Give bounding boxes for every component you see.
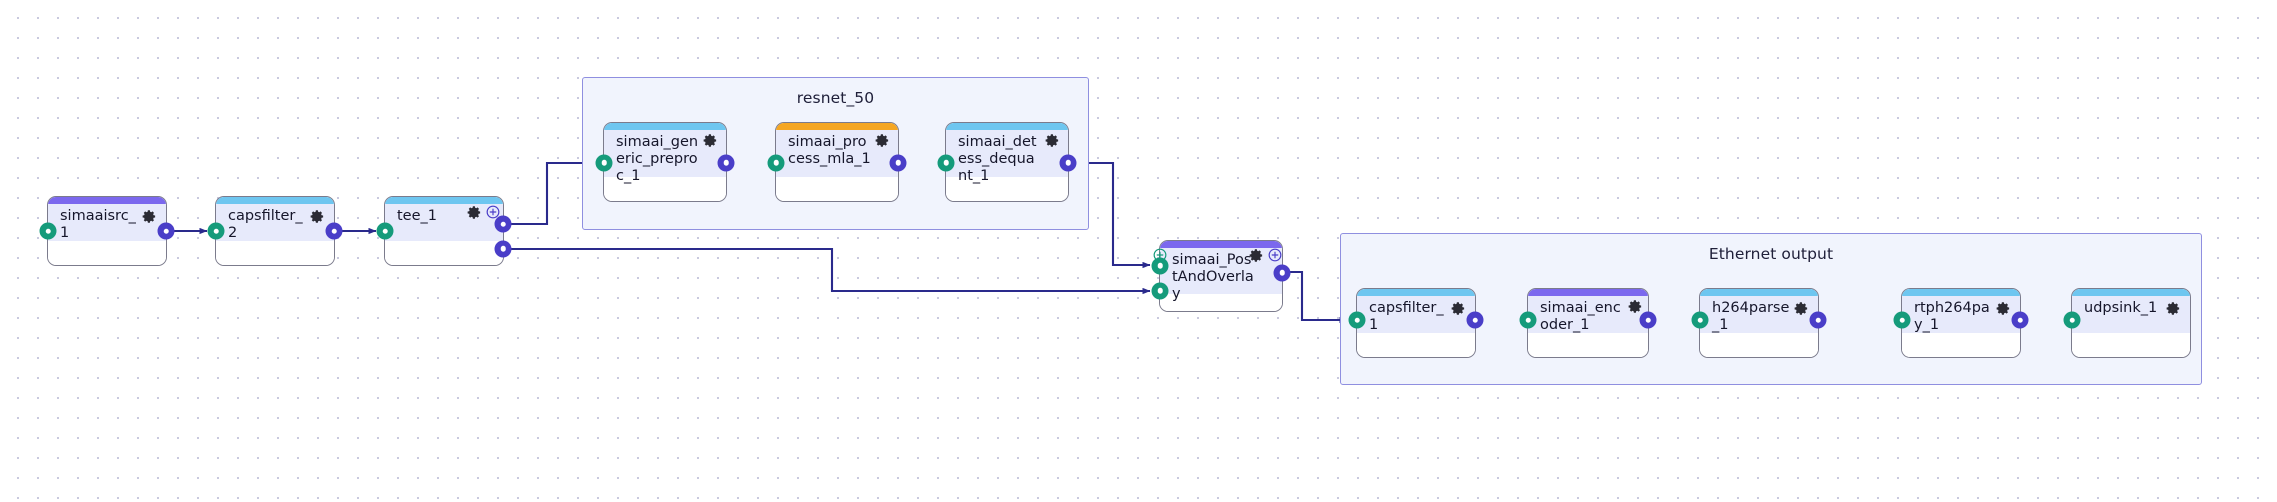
port-out[interactable] (325, 222, 343, 240)
node-accent-bar (48, 197, 166, 204)
port-out[interactable] (2011, 311, 2029, 329)
node-body: tee_1 (385, 197, 503, 265)
node-accent-bar (946, 123, 1068, 130)
gear-icon[interactable] (2166, 301, 2181, 316)
node-header (216, 204, 334, 241)
port-out-1[interactable] (494, 240, 512, 258)
node-accent-bar (1528, 289, 1648, 296)
node-body: simaai_encoder_1 (1528, 289, 1648, 357)
node-title: simaaisrc_1 (60, 208, 136, 241)
node-simaai-process-mla-1[interactable]: simaai_process_mla_1 (767, 122, 907, 202)
add-output-port-icon[interactable] (1268, 248, 1282, 262)
node-title: simaai_encoder_1 (1540, 300, 1621, 333)
node-accent-bar (2072, 289, 2190, 296)
node-h264parse-1[interactable]: h264parse_1 (1691, 288, 1827, 358)
node-accent-bar (385, 197, 503, 204)
port-in[interactable] (1691, 311, 1709, 329)
node-title: simaai_detess_dequant_1 (958, 134, 1037, 184)
gear-icon[interactable] (703, 133, 718, 148)
node-body: simaaisrc_1 (48, 197, 166, 265)
port-out[interactable] (1466, 311, 1484, 329)
node-accent-bar (1902, 289, 2020, 296)
node-header (385, 204, 503, 241)
port-in-0[interactable] (1151, 257, 1169, 274)
port-in[interactable] (1348, 311, 1366, 329)
node-accent-bar (1160, 241, 1282, 248)
node-body: udpsink_1 (2072, 289, 2190, 357)
gear-icon[interactable] (1996, 301, 2011, 316)
port-out[interactable] (889, 154, 907, 172)
port-out[interactable] (1809, 311, 1827, 329)
node-title: simaai_PostAndOverlay (1172, 252, 1254, 302)
port-in[interactable] (376, 222, 394, 240)
gear-icon[interactable] (310, 209, 325, 224)
port-in[interactable] (2063, 311, 2081, 329)
node-header (2072, 296, 2190, 333)
node-udpsink-1[interactable]: udpsink_1 (2063, 288, 2191, 358)
node-header (1528, 296, 1648, 333)
gear-icon[interactable] (467, 205, 482, 220)
node-header (1357, 296, 1475, 333)
node-rtph264pay-1[interactable]: rtph264pay_1 (1893, 288, 2029, 358)
gear-icon[interactable] (1045, 133, 1060, 148)
node-title: capsfilter_2 (228, 208, 303, 241)
node-body: capsfilter_2 (216, 197, 334, 265)
gear-icon[interactable] (1451, 301, 1466, 316)
node-simaaisrc-1[interactable]: simaaisrc_1 (39, 196, 175, 266)
port-in[interactable] (1519, 311, 1537, 329)
port-out[interactable] (1059, 154, 1077, 172)
node-title: capsfilter_1 (1369, 300, 1444, 333)
node-header (48, 204, 166, 241)
node-header (1700, 296, 1818, 333)
node-capsfilter-1[interactable]: capsfilter_1 (1348, 288, 1484, 358)
node-header (1902, 296, 2020, 333)
node-capsfilter-2[interactable]: capsfilter_2 (207, 196, 343, 266)
group-resnet-50-title: resnet_50 (796, 89, 875, 107)
gear-icon[interactable] (1249, 248, 1264, 263)
edge-tee_1-simaai_PostAndOverlay (504, 247, 1151, 295)
port-in[interactable] (1893, 311, 1911, 329)
node-accent-bar (604, 123, 726, 130)
port-in[interactable] (39, 222, 57, 240)
node-title: simaai_process_mla_1 (788, 134, 871, 167)
port-in[interactable] (937, 154, 955, 172)
node-simaai-detess-dequant-1[interactable]: simaai_detess_dequant_1 (937, 122, 1077, 202)
node-title: simaai_generic_preproc_1 (616, 134, 699, 184)
node-title: h264parse_1 (1712, 300, 1790, 333)
add-port-icon[interactable] (486, 205, 500, 219)
port-in[interactable] (595, 154, 613, 172)
node-accent-bar (776, 123, 898, 130)
node-simaai-encoder-1[interactable]: simaai_encoder_1 (1519, 288, 1657, 358)
gear-icon[interactable] (1794, 301, 1809, 316)
node-body: capsfilter_1 (1357, 289, 1475, 357)
gear-icon[interactable] (142, 209, 157, 224)
group-ethernet-output-title: Ethernet output (1708, 245, 1834, 263)
port-in[interactable] (207, 222, 225, 240)
port-out-0[interactable] (494, 215, 512, 233)
node-simaai-postandoverlay[interactable]: simaai_PostAndOverlay (1151, 240, 1291, 312)
port-out[interactable] (1273, 264, 1291, 281)
node-tee-1[interactable]: tee_1 (376, 196, 512, 266)
port-out[interactable] (717, 154, 735, 172)
gear-icon[interactable] (1628, 299, 1643, 314)
node-accent-bar (1700, 289, 1818, 296)
port-in-1[interactable] (1151, 282, 1169, 300)
node-body: h264parse_1 (1700, 289, 1818, 357)
port-out[interactable] (157, 222, 175, 240)
port-out[interactable] (1639, 311, 1657, 329)
node-body: rtph264pay_1 (1902, 289, 2020, 357)
gear-icon[interactable] (875, 133, 890, 148)
node-title: tee_1 (397, 208, 438, 224)
node-title: rtph264pay_1 (1914, 300, 1990, 333)
node-accent-bar (216, 197, 334, 204)
port-in[interactable] (767, 154, 785, 172)
node-title: udpsink_1 (2084, 300, 2158, 316)
node-simaai-generic-preproc-1[interactable]: simaai_generic_preproc_1 (595, 122, 735, 202)
node-accent-bar (1357, 289, 1475, 296)
